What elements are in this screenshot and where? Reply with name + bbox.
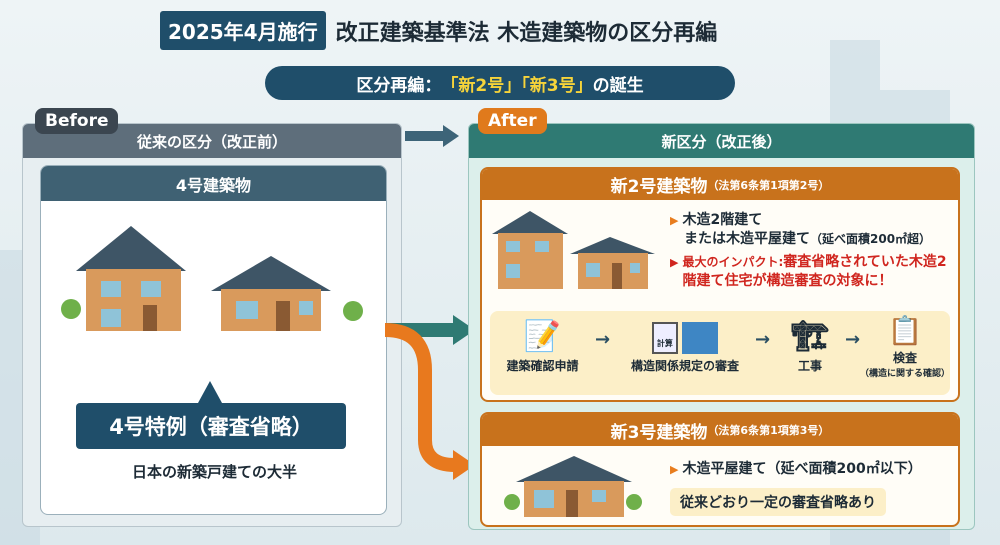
step-label: 工事: [797, 359, 822, 373]
step-label: 構造関係規定の審査: [630, 359, 739, 373]
card-4go-title: 4号建築物: [41, 166, 386, 201]
new3-note: 従来どおり一定の審査省略あり: [670, 488, 886, 516]
new3-house-illustration: [504, 456, 642, 517]
new2-houses-illustration: [492, 211, 655, 289]
card-new3: 新3号建築物（法第6条第1項第3号） ▶木造平屋建て（延べ面積200㎡以下） 従…: [480, 412, 960, 527]
transition-arrow-head: [443, 125, 459, 147]
before-note: 日本の新築戸建ての大半: [131, 463, 297, 481]
arrow-right-icon: →: [595, 329, 611, 350]
review-flow: 📝 建築確認申請 → 計算 構造関係規定の審査 → 🏗 工事 → 📋 検査 （構造に関す…: [490, 311, 950, 395]
transition-arrow: [405, 131, 445, 141]
bullet-triangle-icon: ▶: [670, 463, 679, 476]
calc-sheet-icon: 計算: [651, 321, 678, 354]
card-new2: 新2号建築物（法第6条第1項第2号） ▶木造2階建て または木造平屋建て（延べ面…: [480, 167, 960, 402]
step-label: 検査: [892, 351, 917, 365]
card-4go: 4号建築物 4号特例（審査省略） 日本の新築戸建ての大半: [40, 165, 387, 515]
card-new2-header: 新2号建築物（法第6条第1項第2号）: [482, 169, 958, 200]
houses-illustration: [61, 226, 363, 331]
new3-title: 新3号建築物: [610, 422, 708, 443]
impact-text: 審査省略されていた木造2階建て住宅が構造審査の対象に！: [682, 254, 947, 289]
arrow-right-icon: →: [845, 329, 861, 350]
page-title: 2025年4月施行 改正建築基準法 木造建築物の区分再編: [160, 11, 717, 50]
after-header: 新区分（改正後）: [469, 124, 974, 158]
subtitle-highlight: 「新2号」「新3号」: [441, 75, 593, 96]
callout-pointer: [198, 381, 222, 403]
subtitle-pill: 区分再編：「新2号」「新3号」の誕生: [265, 66, 735, 100]
new2-line2-note: （延べ面積200㎡超）: [810, 232, 932, 246]
new2-title: 新2号建築物: [610, 177, 708, 197]
construction-crane-icon: 🏗: [790, 319, 830, 354]
flow-step-inspection: 📋 検査 （構造に関する確認）: [860, 313, 950, 379]
4go-exception-callout: 4号特例（審査省略）: [76, 403, 346, 449]
flow-step-structural-review: 計算 構造関係規定の審査: [620, 317, 750, 374]
calc-blueprint-icon: 計算: [620, 317, 750, 357]
flow-step-application: 📝 建築確認申請: [495, 317, 590, 374]
clipboard-check-icon: 📋: [887, 314, 923, 347]
impact-label: 最大のインパクト:: [682, 255, 784, 269]
branch-arrows: [385, 315, 475, 480]
new2-line1: 木造2階建て: [682, 212, 763, 228]
new3-line1: ▶木造平屋建て（延べ面積200㎡以下）: [670, 460, 922, 479]
bullet-triangle-icon: ▶: [670, 214, 679, 227]
step-label: 建築確認申請: [506, 359, 579, 373]
step-sublabel: （構造に関する確認）: [860, 369, 951, 379]
bullet-triangle-icon: ▶: [670, 256, 679, 269]
flow-step-construction: 🏗 工事: [775, 317, 845, 374]
after-badge: After: [478, 108, 547, 134]
card-new3-header: 新3号建築物（法第6条第1項第3号）: [482, 414, 958, 446]
new2-law: （法第6条第1項第2号）: [707, 178, 830, 192]
before-badge: Before: [35, 108, 119, 134]
subtitle-suffix: の誕生: [592, 75, 644, 96]
subtitle-prefix: 区分再編：: [356, 75, 442, 96]
arrow-right-icon: →: [755, 329, 771, 350]
title-text: 改正建築基準法 木造建築物の区分再編: [335, 20, 718, 46]
new3-line1-text: 木造平屋建て（延べ面積200㎡以下）: [682, 461, 922, 477]
new2-line2: または木造平屋建て: [684, 231, 810, 247]
new3-law: （法第6条第1項第3号）: [707, 424, 830, 437]
effective-date-tag: 2025年4月施行: [160, 11, 326, 50]
document-pen-icon: 📝: [523, 319, 562, 354]
new2-description: ▶木造2階建て または木造平屋建て（延べ面積200㎡超） ▶最大のインパクト:審…: [670, 211, 955, 291]
